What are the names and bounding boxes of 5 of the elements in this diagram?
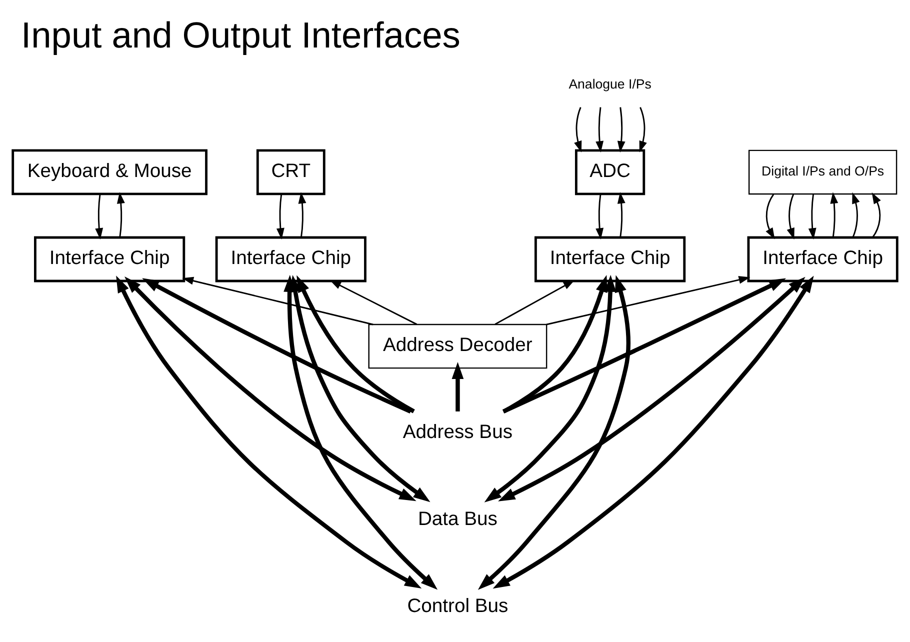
node-text: Analogue I/Ps (568, 76, 652, 92)
diagram-title: Input and Output Interfaces (21, 14, 460, 56)
node-text: Address Bus (402, 420, 513, 442)
node-text: Control Bus (407, 594, 508, 616)
node-text: Data Bus (418, 507, 498, 530)
